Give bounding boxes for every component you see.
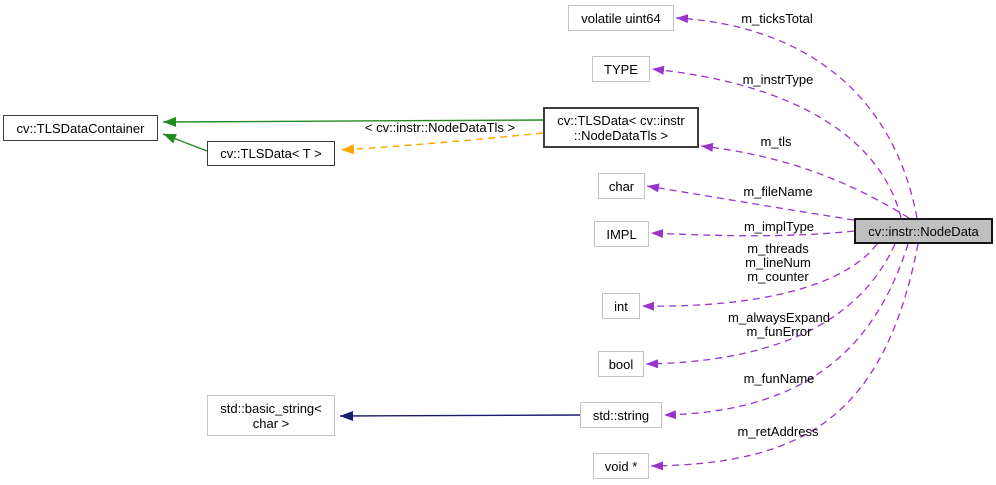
edge-m-funName [663, 243, 909, 420]
edge-inherit-nodedatatls-container [162, 116, 544, 127]
edge-m-ticksTotal [675, 14, 918, 219]
class-node-impl: IMPL [594, 221, 649, 247]
edge-m-instrType [651, 65, 902, 219]
class-node-bool: bool [598, 351, 644, 377]
class-node-cv-instr-nodedata: cv::instr::NodeData [854, 218, 993, 244]
edge-m-implType [650, 229, 855, 239]
class-node-char: char [598, 173, 645, 199]
class-node-std-basic-string-char: std::basic_string< char > [207, 395, 335, 436]
edge-label-m-ticksTotal: m_ticksTotal [741, 11, 813, 26]
edge-label-m-tls: m_tls [760, 134, 792, 149]
class-node-std-string: std::string [580, 402, 662, 428]
class-node-cv-tlsdata-nodedatatls[interactable]: cv::TLSData< cv::instr ::NodeDataTls > [543, 107, 699, 148]
edge-label-m-retAddress: m_retAddress [737, 424, 819, 439]
class-node-volatile-uint64: volatile uint64 [568, 5, 674, 31]
edge-m-tls [700, 142, 910, 219]
edge-template-instantiation [340, 132, 544, 155]
class-node-cv-tlsdatacontainer[interactable]: cv::TLSDataContainer [3, 115, 158, 141]
edge-label-m-fileName: m_fileName [743, 184, 813, 199]
edge-label-template-instantiation: < cv::instr::NodeDataTls > [364, 120, 516, 135]
edge-label-bool-members: m_alwaysExpand m_funError [728, 310, 830, 339]
edge-inherit-tlsdata-t-container [162, 133, 208, 152]
class-node-int: int [602, 293, 640, 319]
edge-label-m-funName: m_funName [743, 371, 815, 386]
edge-m-fileName [646, 183, 855, 221]
edge-label-m-implType: m_implType [743, 219, 815, 234]
edge-bool-members [645, 243, 896, 369]
edge-inherit-string-basic-string [339, 410, 581, 421]
edge-int-members [641, 243, 878, 311]
class-node-void-ptr: void * [593, 453, 649, 479]
class-node-cv-tlsdata-t[interactable]: cv::TLSData< T > [207, 141, 335, 166]
edge-m-retAddress [650, 243, 919, 471]
edge-label-m-instrType: m_instrType [742, 72, 814, 87]
class-node-type: TYPE [592, 56, 650, 82]
edge-label-int-members: m_threads m_lineNum m_counter [745, 241, 811, 284]
